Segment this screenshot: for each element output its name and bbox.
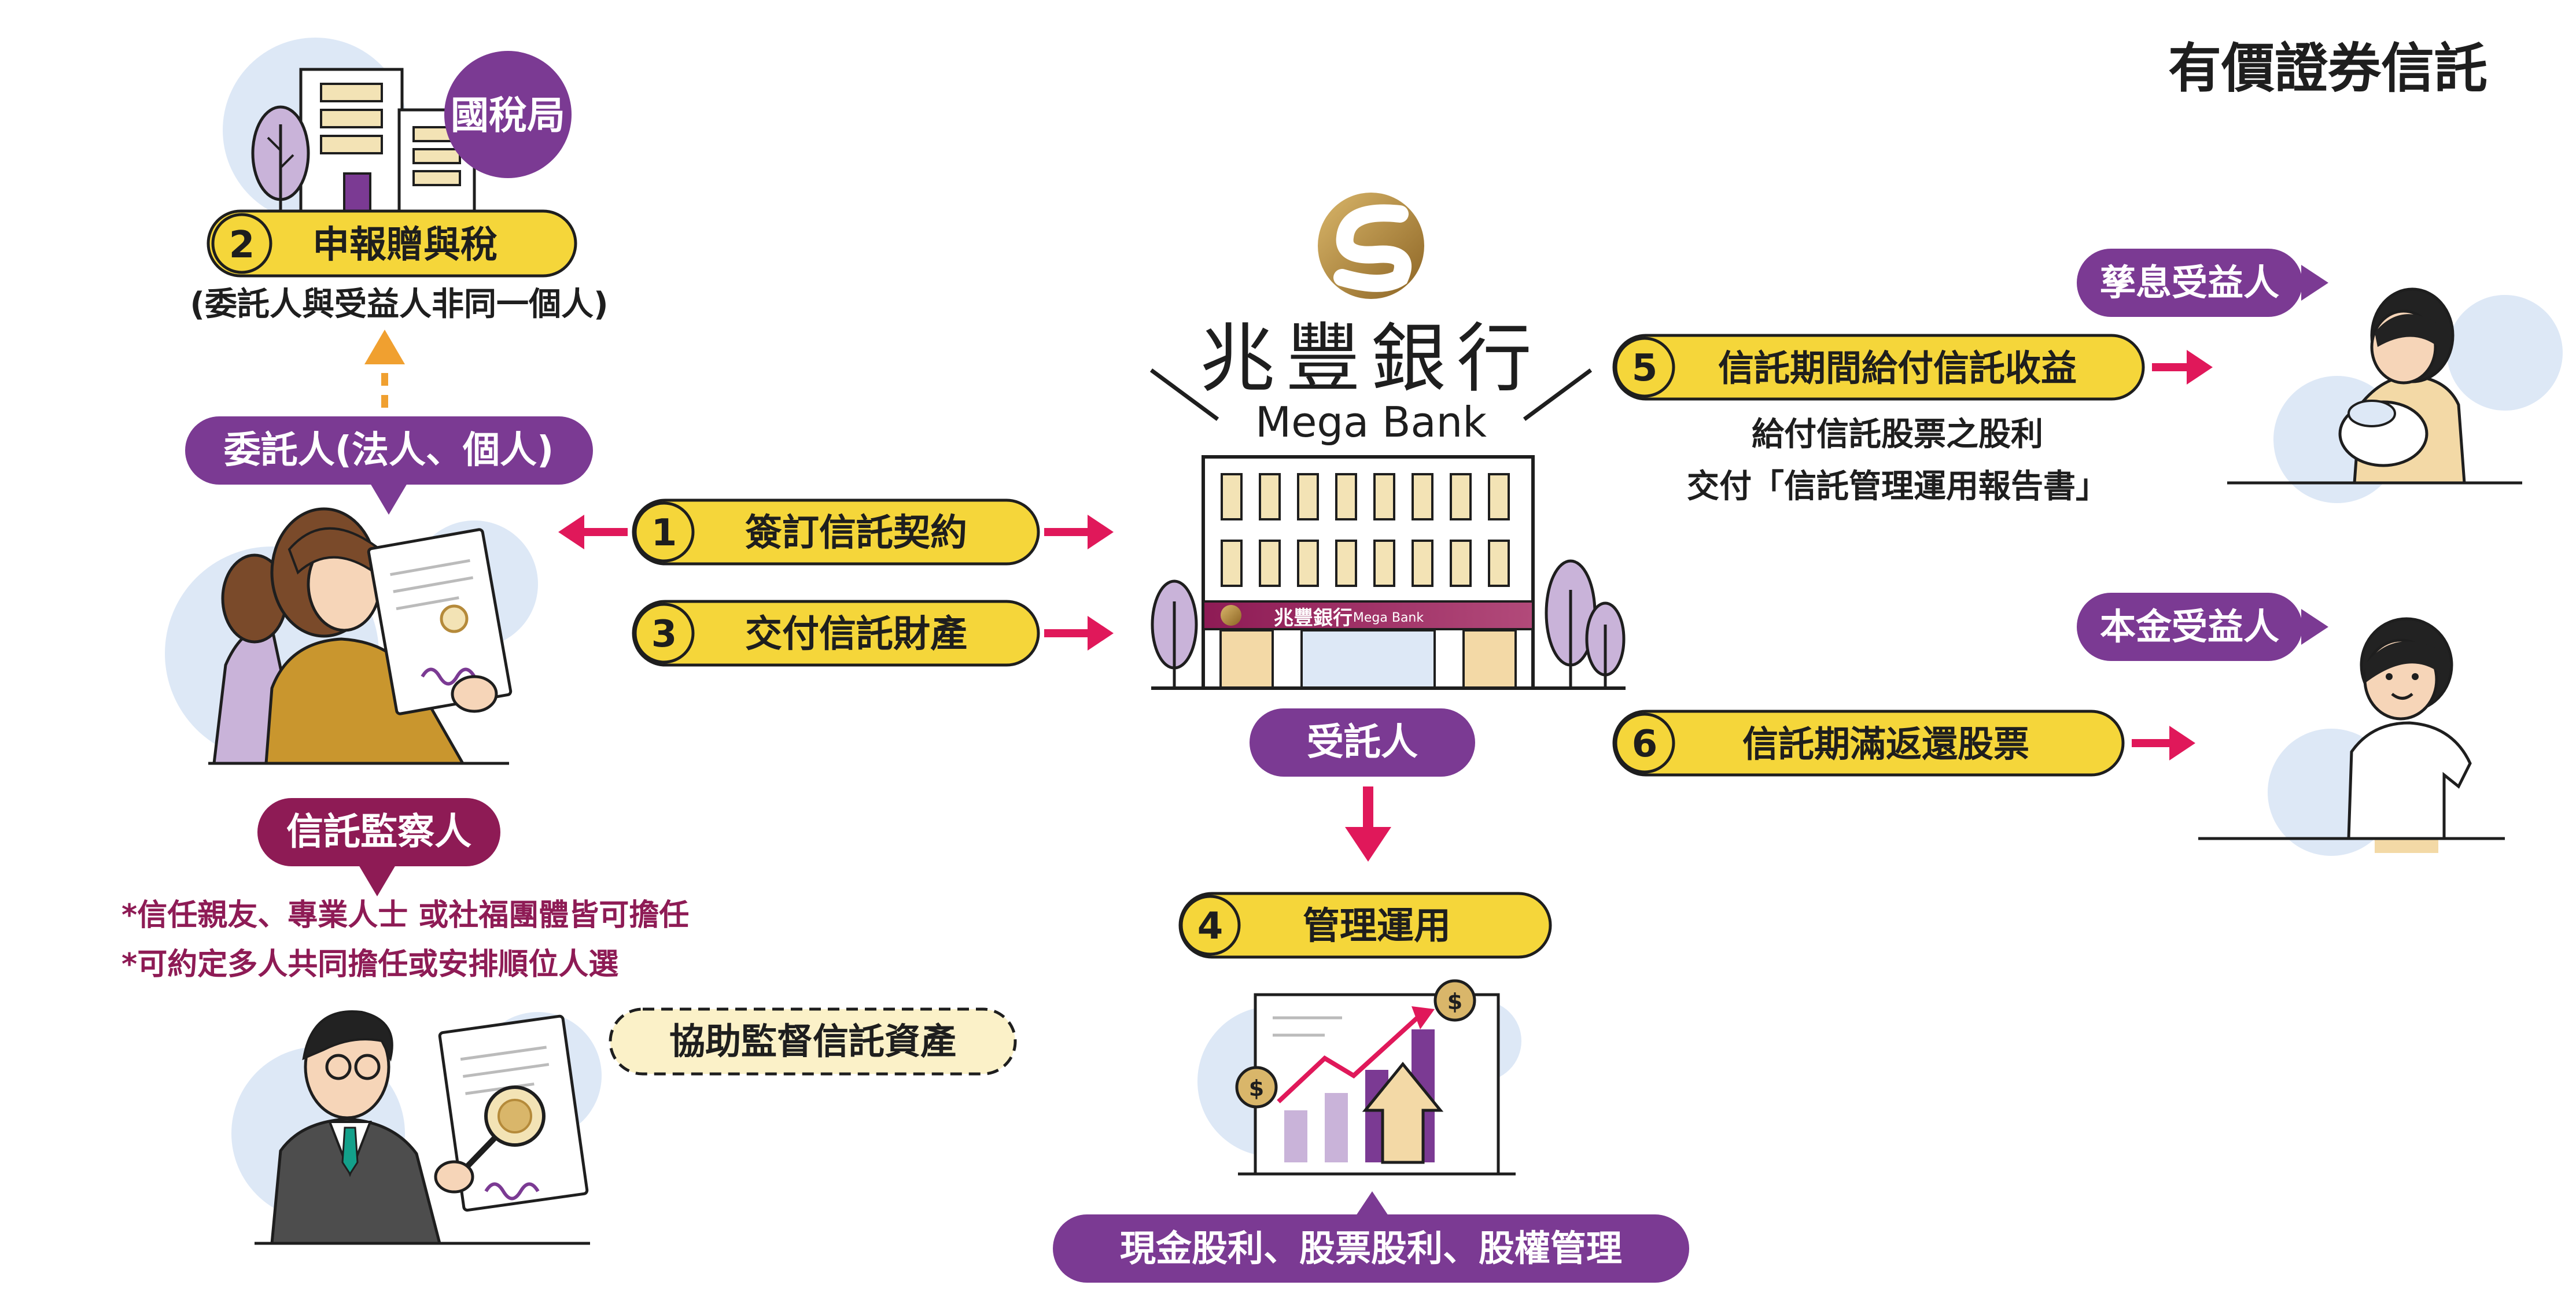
settlor-illustration [165,507,538,765]
step-5-arrow-right [2152,350,2213,385]
management-label: 現金股利、股票股利、股權管理 [1120,1227,1622,1269]
settlor-bubble: 委託人(法人、個人) [185,416,593,515]
page-title: 有價證券信託 [2168,38,2487,99]
bank-window [1221,540,1243,587]
bank-window [1412,540,1433,587]
bank-window [1373,473,1395,520]
bank-building: 兆豐銀行 Mega Bank [1151,455,1626,690]
step-5-note-2: 交付「信託管理運用報告書」 [1687,468,2108,505]
step-5-number: 5 [1632,347,1658,390]
settlor-label: 委託人(法人、個人) [224,429,554,472]
supervisor-label: 信託監察人 [286,811,471,854]
supervisor-note-2: *可約定多人共同擔任或安排順位人選 [121,947,618,982]
step-2-label: 申報贈與稅 [312,224,497,267]
management-bubble: 現金股利、股票股利、股權管理 [1053,1191,1689,1283]
interest-beneficiary-illustration [2227,287,2563,503]
step-5-label: 信託期間給付信託收益 [1718,347,2077,389]
supervisor-bubble: 信託監察人 [257,798,500,896]
supervisor-illustration [231,1010,602,1245]
step-1-arrow-left [558,515,628,549]
step-1-label: 簽訂信託契約 [745,512,967,555]
interest-beneficiary-label: 孳息受益人 [2100,261,2279,304]
bank-window [1335,540,1357,587]
bank-logo-icon [1318,193,1424,299]
supervisor-role-label: 協助監督信託資產 [669,1020,956,1062]
bank-name: 兆豐銀行 [1200,315,1542,402]
bank-window [1450,473,1472,520]
bank-sign-text-en: Mega Bank [1353,611,1424,625]
step-3-arrow-right [1044,616,1114,651]
supervisor-role-pill: 協助監督信託資產 [609,1007,1017,1076]
arrow-down-to-management [1345,786,1391,862]
tax-office-label: 國稅局 [451,93,565,138]
bank-window [1335,473,1357,520]
tax-office-illustration [223,38,497,223]
step-3-pill: 3 交付信託財產 [632,600,1040,667]
svg-text:$: $ [1249,1076,1264,1101]
principal-beneficiary-illustration [2198,617,2505,856]
step-2-number: 2 [229,224,255,267]
step-5-note-1: 給付信託股票之股利 [1752,416,2043,453]
bank-window [1259,540,1281,587]
bank-window [1450,540,1472,587]
bank-window [1221,473,1243,520]
dashed-arrow-up [364,330,405,408]
step-6-number: 6 [1632,723,1658,766]
bank-name-en: Mega Bank [1255,398,1487,446]
interest-beneficiary-bubble: 孳息受益人 [2077,249,2328,317]
step-1-arrow-right [1044,515,1114,549]
step-1-pill: 1 簽訂信託契約 [632,498,1040,566]
trustee-bubble: 受託人 [1250,708,1475,777]
svg-text:$: $ [1447,989,1462,1014]
step-2-pill: 2 申報贈與稅 [207,209,577,278]
bank-window [1297,540,1319,587]
growth-chart-illustration: $ $ [1197,979,1521,1176]
principal-beneficiary-bubble: 本金受益人 [2077,593,2328,661]
step-6-arrow-right [2132,726,2195,760]
bank-window [1412,473,1433,520]
step-5-pill: 5 信託期間給付信託收益 [1612,334,2145,401]
tax-office-badge: 國稅局 [444,51,572,178]
bank-window [1297,473,1319,520]
bank-window [1488,473,1510,520]
step-1-number: 1 [651,512,677,555]
bank-window [1488,540,1510,587]
principal-beneficiary-label: 本金受益人 [2100,605,2279,648]
step-3-label: 交付信託財產 [745,613,967,656]
trustee-label: 受託人 [1307,721,1418,764]
bank-sign-text: 兆豐銀行 [1274,607,1353,630]
step-4-label: 管理運用 [1303,905,1451,948]
bank-window [1373,540,1395,587]
step-4-pill: 4 管理運用 [1178,892,1552,959]
gift-tax-note: (委託人與受益人非同一個人) [190,286,608,323]
step-6-pill: 6 信託期滿返還股票 [1612,710,2125,777]
step-6-label: 信託期滿返還股票 [1742,723,2029,765]
step-3-number: 3 [651,613,677,656]
supervisor-note-1: *信任親友、專業人士 或社福團體皆可擔任 [121,898,689,933]
bank-window [1259,473,1281,520]
step-4-number: 4 [1197,905,1223,948]
